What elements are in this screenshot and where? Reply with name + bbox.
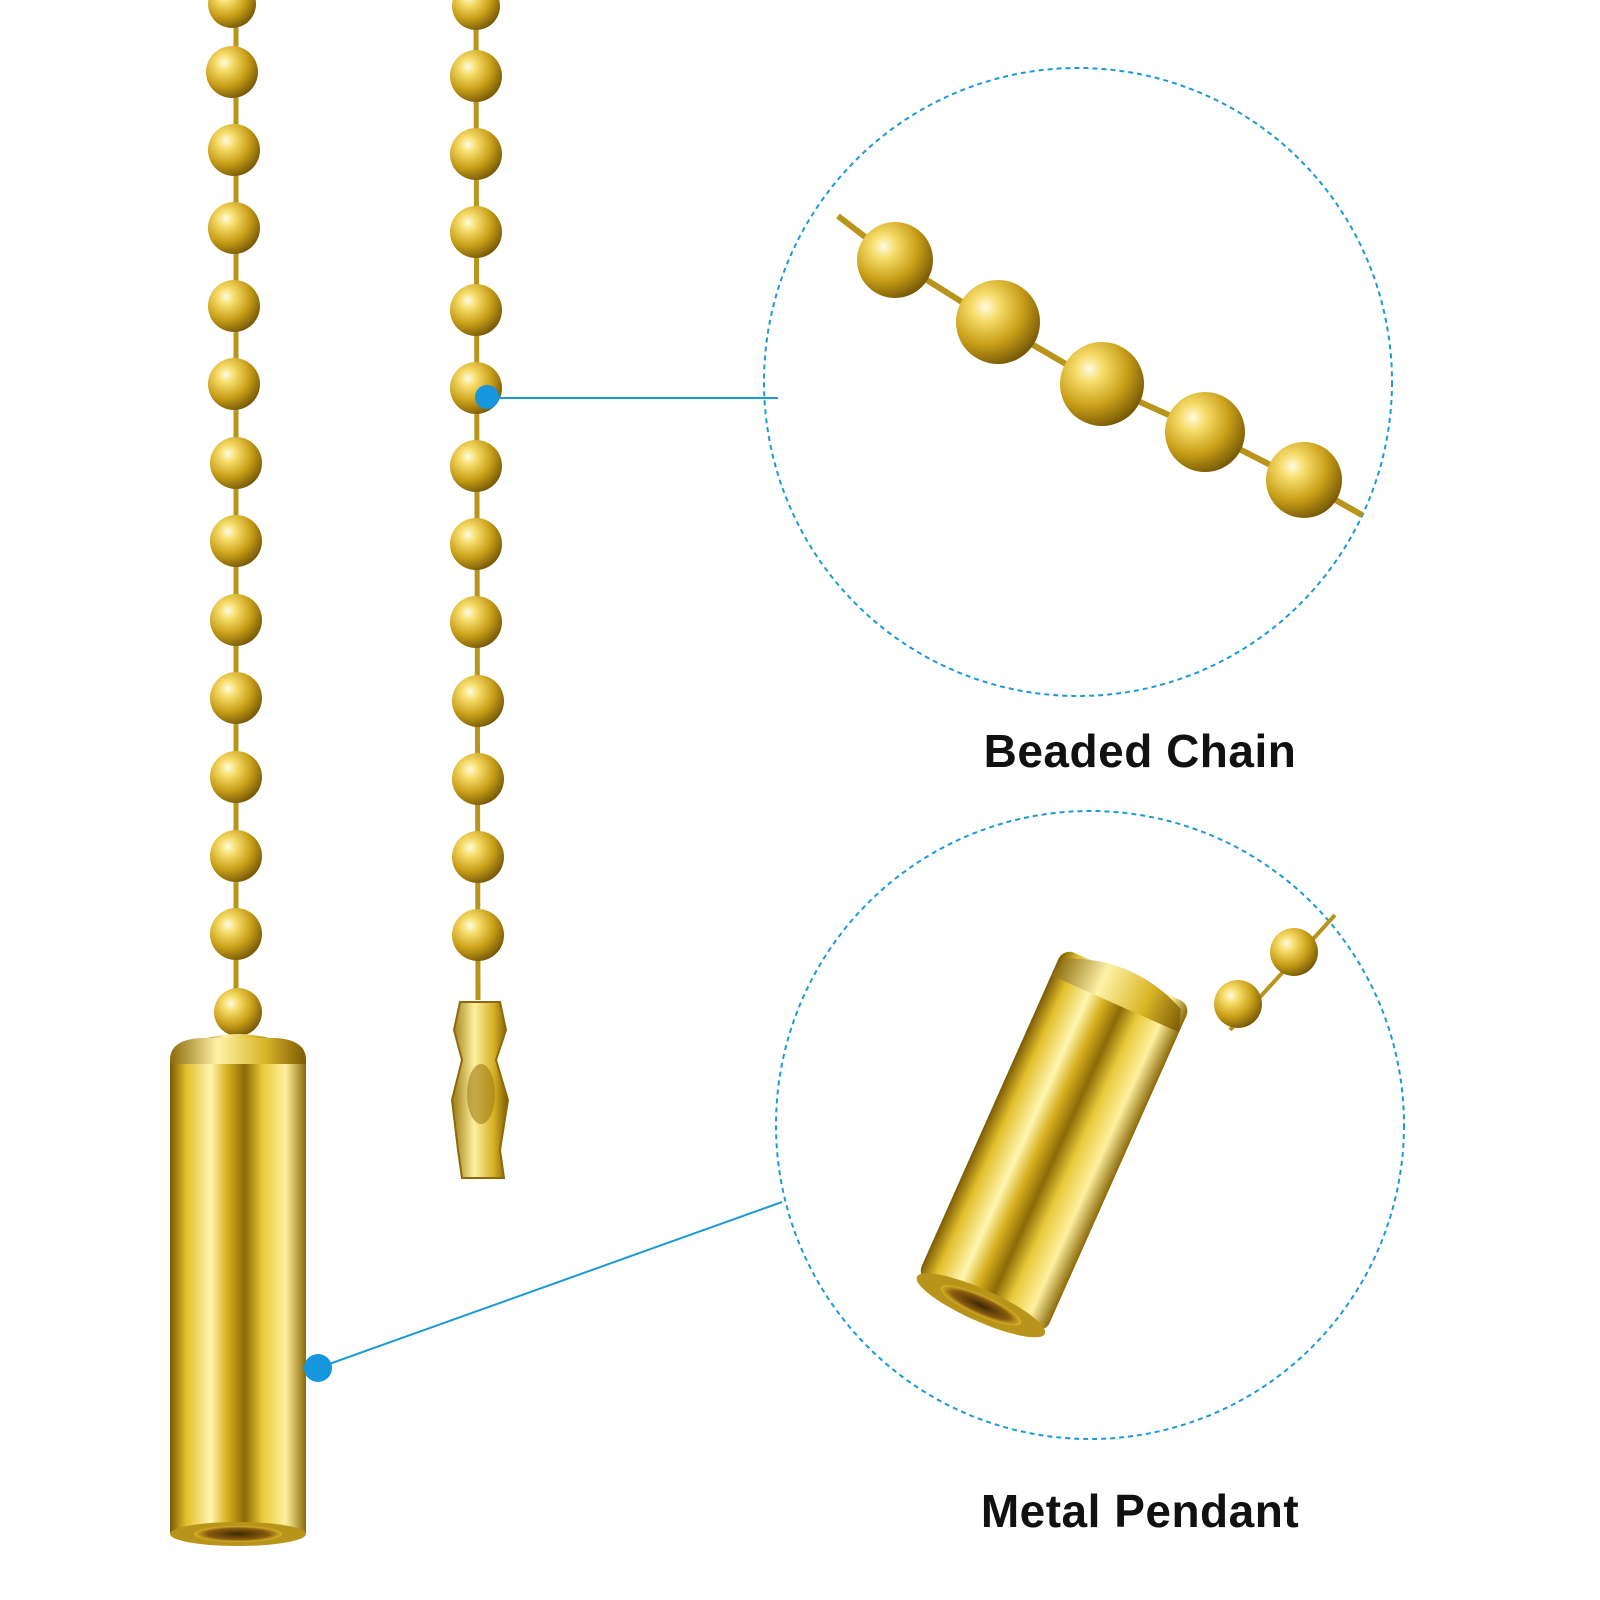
zoom-beaded-chain xyxy=(836,213,1364,518)
dot-icon xyxy=(304,1354,332,1382)
label-metal-pendant: Metal Pendant xyxy=(980,1485,1300,1537)
metal-pendant xyxy=(170,1034,306,1546)
label-beaded-chain: Beaded Chain xyxy=(983,725,1297,777)
chain-connector-clasp xyxy=(450,1001,510,1179)
left-chain-beads xyxy=(206,0,262,1036)
dot-icon xyxy=(475,385,499,409)
right-chain xyxy=(450,0,504,1001)
callout-metal-pendant xyxy=(304,810,1405,1440)
zoom-metal-pendant xyxy=(916,913,1337,1338)
left-chain xyxy=(206,0,262,1036)
callout-beaded-chain xyxy=(475,67,1393,697)
